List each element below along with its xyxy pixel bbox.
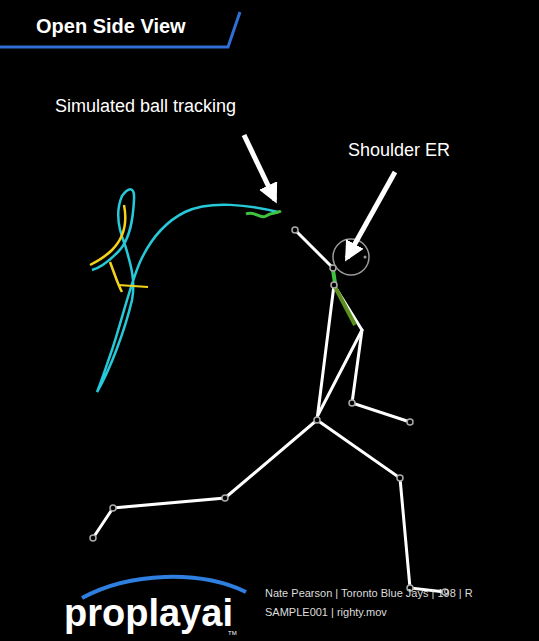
- skeleton: [93, 230, 445, 592]
- forearm-highlight: [334, 285, 355, 325]
- head-circle: [333, 239, 369, 275]
- footer-info: SAMPLE001 | righty.mov: [265, 606, 387, 618]
- callout-label: Simulated ball tracking: [55, 96, 236, 117]
- view-title: Open Side View: [36, 15, 186, 38]
- header-underline: [0, 12, 240, 47]
- footer-info: Nate Pearson | Toronto Blue Jays | 198 |…: [265, 587, 473, 599]
- head-dot: [364, 256, 367, 259]
- elbow-trace: [90, 205, 125, 292]
- logo-text: proplayai: [64, 592, 233, 635]
- callout-label: Shoulder ER: [348, 140, 450, 161]
- elbow-trace: [118, 285, 148, 287]
- ball-track: [246, 211, 281, 217]
- callout-arrow: [347, 172, 395, 258]
- joint-dots: [90, 227, 448, 595]
- trademark: TM: [228, 630, 237, 636]
- callout-arrow: [244, 135, 275, 200]
- shoulder-er-marker: [333, 270, 335, 283]
